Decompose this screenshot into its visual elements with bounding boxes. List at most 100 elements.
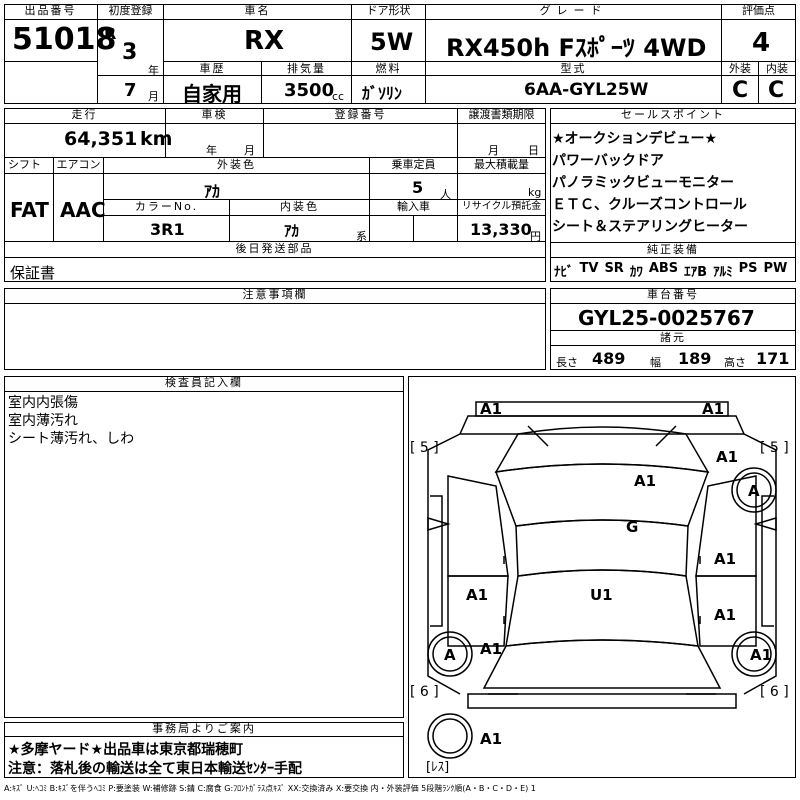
door-value: 5W bbox=[370, 28, 414, 56]
height-value: 171 bbox=[756, 349, 790, 368]
capacity-header: 乗車定員 bbox=[370, 158, 458, 174]
reg-year-unit: 年 bbox=[148, 64, 159, 77]
max-load-header: 最大積載量 bbox=[458, 158, 546, 174]
int-color-header: 内装色 bbox=[230, 200, 370, 216]
first-reg-month-cell bbox=[98, 76, 164, 104]
sales-point-header: セールスポイント bbox=[550, 108, 796, 124]
recycle-cell bbox=[458, 216, 546, 242]
damage-mark: A1 bbox=[716, 448, 739, 466]
mileage-header: 走行 bbox=[4, 108, 166, 124]
damage-diagram bbox=[408, 376, 796, 778]
mileage-value: 64,351 bbox=[64, 128, 138, 150]
fuel-cell bbox=[352, 76, 426, 104]
history-cell bbox=[164, 76, 262, 104]
lot-no-value: 51018 bbox=[12, 22, 117, 57]
color-no-value: 3R1 bbox=[150, 220, 185, 239]
reg-month-unit: 月 bbox=[148, 90, 159, 103]
car-name-header: 車名 bbox=[164, 4, 352, 20]
damage-mark: A1 bbox=[714, 606, 737, 624]
tire-fl-label: [ 5 ] bbox=[410, 440, 439, 456]
car-name-cell bbox=[164, 20, 352, 62]
import-header: 輸入車 bbox=[370, 200, 458, 216]
sales-point-item: パノラミックビューモニター bbox=[552, 175, 734, 191]
aircon-header: エアコン bbox=[54, 158, 104, 174]
lot-no-header: 出品番号 bbox=[4, 4, 98, 20]
damage-mark: A1 bbox=[480, 640, 503, 658]
displacement-value: 3500 bbox=[284, 80, 335, 101]
inspection-header: 車検 bbox=[166, 108, 264, 124]
tire-rl-label: [ 6 ] bbox=[410, 684, 439, 700]
inspector-note: 室内薄汚れ bbox=[8, 413, 78, 429]
damage-mark: G bbox=[626, 518, 639, 536]
equipment-nav: ﾅﾋﾞ bbox=[554, 265, 574, 280]
spare-tire-value: ﾚｽ bbox=[431, 760, 445, 775]
damage-mark: A1 bbox=[480, 730, 503, 748]
office-block bbox=[4, 722, 404, 778]
equipment-list: ﾅﾋﾞ TV SR ｶﾜ ABS ｴｱB ｱﾙﾐ PS PW bbox=[554, 261, 787, 280]
wheel-diagrams bbox=[427, 467, 777, 759]
spare-tire-label: [ﾚｽ] bbox=[426, 760, 450, 775]
damage-mark: A1 bbox=[480, 400, 503, 418]
ext-color-header: 外装色 bbox=[104, 158, 370, 174]
tire-rr-label: [ 6 ] bbox=[760, 684, 789, 700]
later-parts-value: 保証書 bbox=[10, 264, 56, 282]
inspection-year: 年 bbox=[206, 144, 217, 157]
recycle-value: 13,330 bbox=[470, 220, 532, 239]
fuel-value: ｶﾞｿﾘﾝ bbox=[362, 84, 403, 103]
equipment-alloy: ｱﾙﾐ bbox=[713, 265, 733, 280]
displacement-header: 排気量 bbox=[262, 62, 352, 76]
ext-color-value: ｱｶ bbox=[204, 182, 221, 201]
inspector-block bbox=[4, 376, 404, 718]
fuel-header: 燃料 bbox=[352, 62, 426, 76]
chassis-value: GYL25-0025767 bbox=[578, 306, 755, 330]
capacity-unit: 人 bbox=[440, 188, 451, 201]
mileage-cell bbox=[4, 124, 166, 158]
inspector-header: 検査員記入欄 bbox=[4, 376, 404, 392]
office-header: 事務局よりご案内 bbox=[4, 722, 404, 737]
width-label: 幅 bbox=[650, 356, 661, 369]
damage-mark: A1 bbox=[466, 586, 489, 604]
displacement-cell bbox=[262, 76, 352, 104]
equipment-airbag: ｴｱB bbox=[684, 265, 708, 280]
displacement-unit: cc bbox=[332, 90, 345, 103]
chassis-block bbox=[550, 288, 796, 370]
reg-no-header: 登録番号 bbox=[264, 108, 458, 124]
transfer-cell bbox=[458, 124, 546, 158]
inspection-cell bbox=[166, 124, 264, 158]
aircon-value: AAC bbox=[60, 198, 106, 222]
grade-header: グレード bbox=[426, 4, 722, 20]
equipment-ps: PS bbox=[738, 261, 758, 276]
inspector-notes: 室内内張傷 室内薄汚れ シート薄汚れ、しわ bbox=[8, 394, 134, 448]
transfer-day: 日 bbox=[528, 144, 539, 157]
grade-cell bbox=[426, 20, 722, 62]
office-note-2: 注意：落札後の輸送は全て東日本輸送ｾﾝﾀｰ手配 bbox=[8, 761, 302, 777]
model-header: 型式 bbox=[426, 62, 722, 76]
mileage-unit: km bbox=[140, 128, 173, 150]
interior-cell bbox=[759, 76, 796, 104]
max-load-cell bbox=[458, 174, 546, 200]
door-header: ドア形状 bbox=[352, 4, 426, 20]
car-name-value: RX bbox=[244, 26, 285, 56]
lot-no-empty bbox=[4, 62, 98, 104]
recycle-header: リサイクル預託金 bbox=[458, 200, 546, 216]
sales-point-block bbox=[550, 108, 796, 282]
era-value: R bbox=[104, 24, 117, 43]
damage-mark: A1 bbox=[750, 646, 773, 664]
interior-header: 内装 bbox=[759, 62, 796, 76]
reg-year-value: 3 bbox=[122, 40, 138, 65]
recycle-unit: 円 bbox=[530, 230, 541, 243]
shift-cell bbox=[4, 174, 54, 242]
transfer-month: 月 bbox=[488, 144, 499, 157]
score-header: 評価点 bbox=[722, 4, 796, 20]
sales-point-item: パワーバックドア bbox=[552, 153, 664, 169]
first-reg-header: 初度登録 bbox=[98, 4, 164, 20]
tire-fr-value: 5 bbox=[769, 440, 779, 456]
chassis-header: 車台番号 bbox=[550, 288, 796, 304]
int-color-unit: 系 bbox=[356, 230, 367, 243]
sales-point-item: ＥＴＣ、クルーズコントロール bbox=[552, 197, 747, 213]
ext-color-sub-cell bbox=[330, 174, 370, 200]
equipment-sr: SR bbox=[604, 261, 624, 276]
sales-point-list: ★オークションデビュー★ パワーバックドア パノラミックビューモニター ＥＴＣ、… bbox=[552, 128, 792, 238]
equipment-leather: ｶﾜ bbox=[629, 265, 643, 280]
max-load-unit: kg bbox=[528, 186, 542, 199]
